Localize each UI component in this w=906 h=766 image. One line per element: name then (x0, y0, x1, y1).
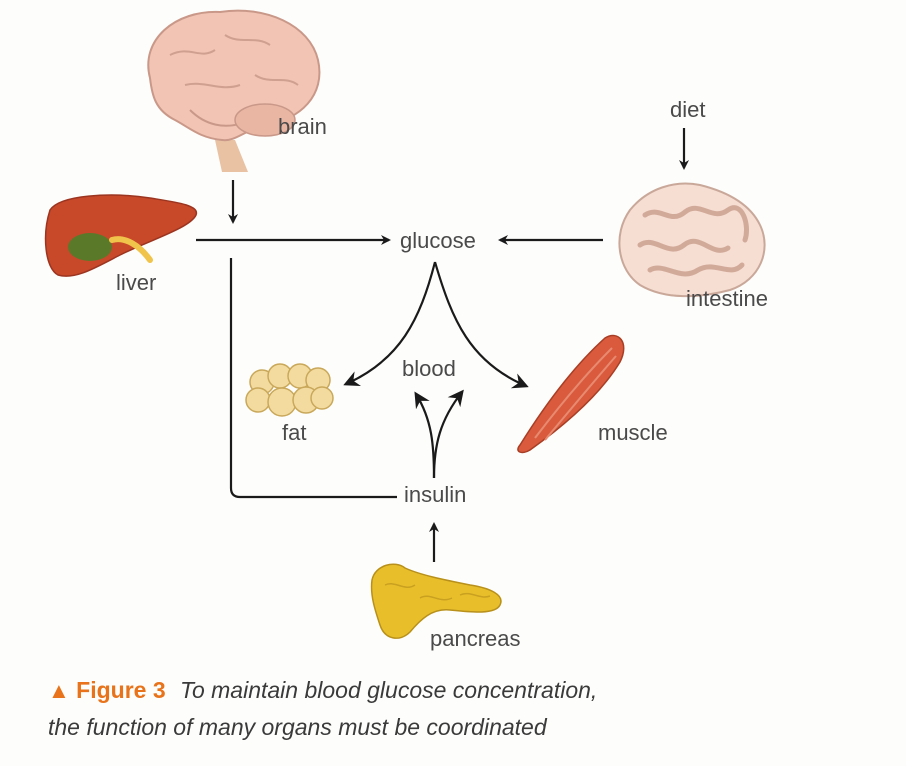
muscle-label: muscle (598, 420, 668, 445)
intestine-label: intestine (686, 286, 768, 311)
insulin-to-fat-arrow (414, 391, 436, 479)
muscle-illustration (517, 334, 625, 454)
glucose-label: glucose (400, 228, 476, 253)
glucose-to-fat-arrow (343, 261, 437, 387)
insulin-to-muscle-arrow (432, 389, 464, 479)
caption-text-line-1: To maintain blood glucose concentration, (180, 677, 598, 703)
glucose-regulation-diagram: brain liver diet intestine glucose blood… (44, 9, 768, 651)
caption-text-line-2: the function of many organs must be coor… (48, 714, 547, 740)
figure-caption: ▲ Figure 3 To maintain blood glucose con… (48, 672, 888, 745)
blood-label: blood (402, 356, 456, 381)
figure-number: Figure 3 (76, 677, 166, 703)
fat-label: fat (282, 420, 306, 445)
glucose-to-muscle-arrow (433, 261, 529, 389)
brain-illustration (147, 9, 321, 172)
pancreas-illustration (370, 563, 502, 639)
triangle-icon: ▲ (48, 678, 70, 703)
diet-label: diet (670, 97, 705, 122)
insulin-label: insulin (404, 482, 466, 507)
liver-label: liver (116, 270, 156, 295)
intestine-illustration (618, 182, 766, 298)
liver-illustration (44, 194, 197, 277)
brain-label: brain (278, 114, 327, 139)
caption-line-1: ▲ Figure 3 To maintain blood glucose con… (48, 672, 888, 709)
pancreas-label: pancreas (430, 626, 521, 651)
fat-illustration (245, 363, 334, 417)
caption-line-2: the function of many organs must be coor… (48, 709, 888, 745)
insulin-to-liver-line (229, 258, 397, 499)
